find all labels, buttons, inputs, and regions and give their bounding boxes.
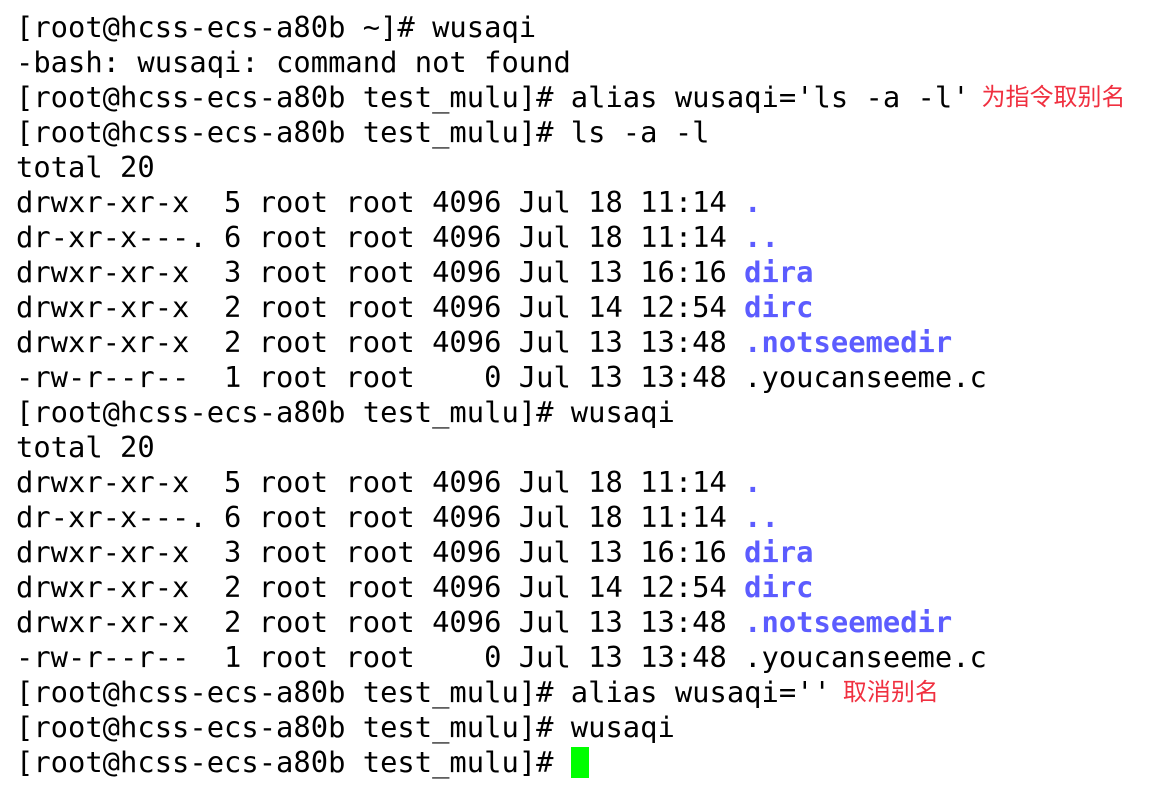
terminal-text: drwxr-xr-x 5 root root 4096 Jul 18 11:14 xyxy=(16,465,745,499)
terminal-line: drwxr-xr-x 3 root root 4096 Jul 13 16:16… xyxy=(16,535,1126,570)
directory-name: . xyxy=(744,185,762,219)
terminal-line: [root@hcss-ecs-a80b test_mulu]# wusaqi xyxy=(16,710,1126,745)
terminal-text: drwxr-xr-x 5 root root 4096 Jul 18 11:14 xyxy=(16,185,745,219)
terminal-line: drwxr-xr-x 2 root root 4096 Jul 13 13:48… xyxy=(16,325,1126,360)
terminal-text: -rw-r--r-- 1 root root 0 Jul 13 13:48 .y… xyxy=(16,640,987,674)
terminal-text: drwxr-xr-x 2 root root 4096 Jul 14 12:54 xyxy=(16,570,745,604)
terminal-text: total 20 xyxy=(16,150,155,184)
terminal-text: drwxr-xr-x 2 root root 4096 Jul 13 13:48 xyxy=(16,605,745,639)
terminal-text: [root@hcss-ecs-a80b test_mulu]# wusaqi xyxy=(16,395,675,429)
annotation-note: 为指令取别名 xyxy=(981,83,1126,111)
directory-name: .. xyxy=(744,500,779,534)
terminal-output[interactable]: [root@hcss-ecs-a80b ~]# wusaqi-bash: wus… xyxy=(16,10,1126,780)
terminal-line: -bash: wusaqi: command not found xyxy=(16,45,1126,80)
terminal-line: [root@hcss-ecs-a80b test_mulu]# ls -a -l xyxy=(16,115,1126,150)
terminal-line: [root@hcss-ecs-a80b test_mulu]# wusaqi xyxy=(16,395,1126,430)
terminal-line: total 20 xyxy=(16,150,1126,185)
terminal-text: drwxr-xr-x 3 root root 4096 Jul 13 16:16 xyxy=(16,255,745,289)
terminal-text: [root@hcss-ecs-a80b ~]# wusaqi xyxy=(16,10,537,44)
terminal-line: drwxr-xr-x 5 root root 4096 Jul 18 11:14… xyxy=(16,185,1126,220)
terminal-text: drwxr-xr-x 2 root root 4096 Jul 13 13:48 xyxy=(16,325,745,359)
directory-name: dira xyxy=(744,535,814,569)
terminal-line: dr-xr-x---. 6 root root 4096 Jul 18 11:1… xyxy=(16,500,1126,535)
directory-name: .. xyxy=(744,220,779,254)
terminal-line: drwxr-xr-x 3 root root 4096 Jul 13 16:16… xyxy=(16,255,1126,290)
terminal-text: dr-xr-x---. 6 root root 4096 Jul 18 11:1… xyxy=(16,500,745,534)
terminal-text: dr-xr-x---. 6 root root 4096 Jul 18 11:1… xyxy=(16,220,745,254)
terminal-line: -rw-r--r-- 1 root root 0 Jul 13 13:48 .y… xyxy=(16,360,1126,395)
terminal-text: [root@hcss-ecs-a80b test_mulu]# xyxy=(16,745,571,779)
terminal-line: drwxr-xr-x 5 root root 4096 Jul 18 11:14… xyxy=(16,465,1126,500)
terminal-line: drwxr-xr-x 2 root root 4096 Jul 13 13:48… xyxy=(16,605,1126,640)
terminal-text: drwxr-xr-x 3 root root 4096 Jul 13 16:16 xyxy=(16,535,745,569)
terminal-line: -rw-r--r-- 1 root root 0 Jul 13 13:48 .y… xyxy=(16,640,1126,675)
terminal-cursor[interactable] xyxy=(570,747,589,778)
terminal-text: drwxr-xr-x 2 root root 4096 Jul 14 12:54 xyxy=(16,290,745,324)
directory-name: dira xyxy=(744,255,814,289)
terminal-line: [root@hcss-ecs-a80b test_mulu]# alias wu… xyxy=(16,80,1126,115)
terminal-text: total 20 xyxy=(16,430,155,464)
directory-name: . xyxy=(744,465,762,499)
directory-name: dirc xyxy=(744,290,814,324)
directory-name: .notseemedir xyxy=(744,605,953,639)
annotation-note: 取消别名 xyxy=(842,678,939,706)
terminal-text: [root@hcss-ecs-a80b test_mulu]# alias wu… xyxy=(16,80,970,114)
terminal-line: drwxr-xr-x 2 root root 4096 Jul 14 12:54… xyxy=(16,290,1126,325)
terminal-text: -rw-r--r-- 1 root root 0 Jul 13 13:48 .y… xyxy=(16,360,987,394)
directory-name: .notseemedir xyxy=(744,325,953,359)
terminal-line: dr-xr-x---. 6 root root 4096 Jul 18 11:1… xyxy=(16,220,1126,255)
directory-name: dirc xyxy=(744,570,814,604)
terminal-text: [root@hcss-ecs-a80b test_mulu]# ls -a -l xyxy=(16,115,710,149)
terminal-text: [root@hcss-ecs-a80b test_mulu]# alias wu… xyxy=(16,675,831,709)
terminal-line: [root@hcss-ecs-a80b ~]# wusaqi xyxy=(16,10,1126,45)
terminal-line: [root@hcss-ecs-a80b test_mulu]# xyxy=(16,745,1126,780)
terminal-line: drwxr-xr-x 2 root root 4096 Jul 14 12:54… xyxy=(16,570,1126,605)
terminal-line: total 20 xyxy=(16,430,1126,465)
terminal-text: [root@hcss-ecs-a80b test_mulu]# wusaqi xyxy=(16,710,675,744)
terminal-line: [root@hcss-ecs-a80b test_mulu]# alias wu… xyxy=(16,675,1126,710)
terminal-text: -bash: wusaqi: command not found xyxy=(16,45,571,79)
